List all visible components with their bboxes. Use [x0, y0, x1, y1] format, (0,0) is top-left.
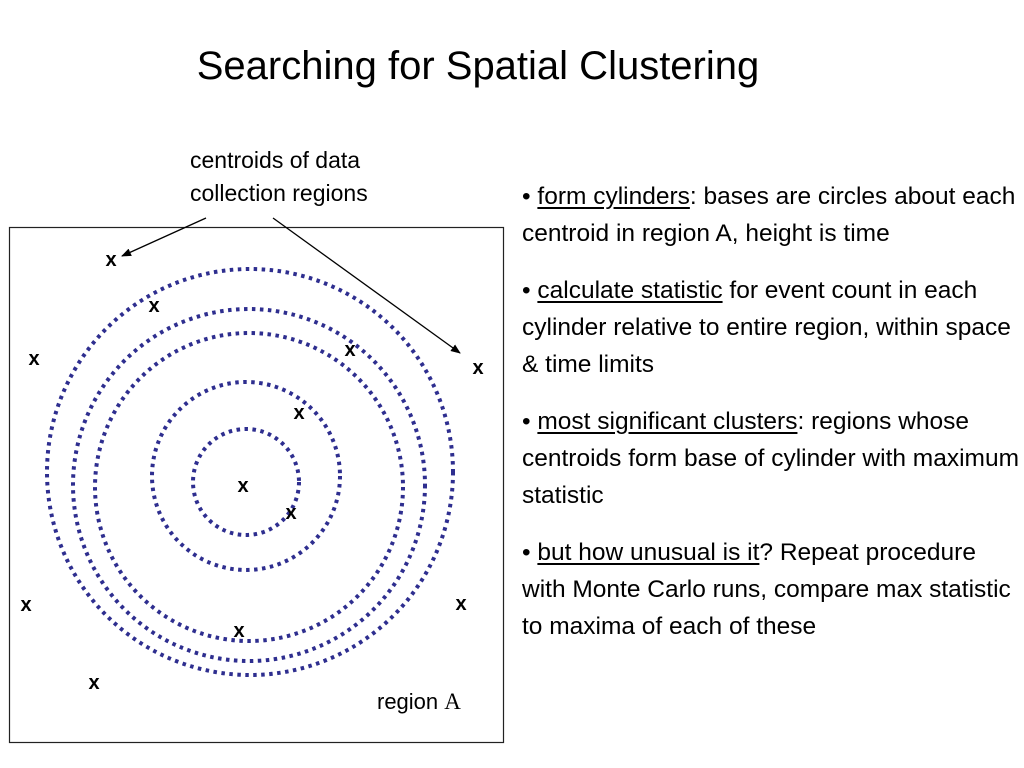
bullet-term: form cylinders [537, 183, 690, 210]
region-a-box [8, 226, 505, 744]
centroid-marker: x [237, 475, 248, 497]
cylinder-circle [45, 267, 455, 677]
callout-arrow-right [272, 217, 461, 354]
bullet-glyph: • [522, 277, 531, 304]
callout-line-2: collection regions [190, 180, 368, 206]
centroid-marker: x [148, 295, 159, 317]
region-label-letter: A [444, 689, 461, 714]
bullet-glyph: • [522, 539, 531, 566]
centroid-marker: x [344, 339, 355, 361]
bullet-glyph: • [522, 408, 531, 435]
cylinder-circle [191, 427, 301, 537]
bullet-term: but how unusual is it [537, 539, 760, 566]
region-a-label: region A [377, 687, 461, 717]
centroid-marker: x [28, 348, 39, 370]
centroid-marker: x [455, 593, 466, 615]
bullet-item: • but how unusual is it? Repeat procedur… [522, 534, 1022, 645]
cylinder-circles [45, 267, 455, 677]
bullet-glyph: • [522, 183, 531, 210]
region-label-prefix: region [377, 689, 445, 714]
centroid-marker: x [285, 502, 296, 524]
bullet-text: for event count in each cylinder relativ… [522, 277, 1011, 378]
bullet-item: • form cylinders: bases are circles abou… [522, 178, 1022, 252]
cylinder-circle [150, 380, 342, 572]
centroid-marker: x [20, 594, 31, 616]
slide-title: Searching for Spatial Clustering [196, 44, 760, 88]
centroid-marker: x [293, 402, 304, 424]
bullet-text: : bases are circles about each centroid … [522, 183, 1016, 247]
cylinder-circle [71, 307, 427, 663]
bullet-item: • calculate statistic for event count in… [522, 272, 1022, 383]
callout-line-1: centroids of data [190, 147, 361, 173]
bullet-item: • most significant clusters: regions who… [522, 403, 1022, 514]
centroid-marker: x [88, 672, 99, 694]
bullet-term: calculate statistic [537, 277, 723, 304]
bullet-term: most significant clusters [537, 408, 798, 435]
bullet-list: • form cylinders: bases are circles abou… [522, 178, 1022, 665]
bullet-text: ? Repeat procedure with Monte Carlo runs… [522, 539, 1011, 640]
cylinder-circle [93, 331, 405, 643]
centroid-marker: x [472, 357, 483, 379]
centroids-callout: centroids of data collection regions [190, 144, 430, 210]
bullet-text: : regions whose centroids form base of c… [522, 408, 1019, 509]
centroid-marker: x [105, 249, 116, 271]
centroid-markers: x x x x x x x x x x x x [20, 249, 483, 694]
callout-arrow-left [121, 217, 207, 257]
centroid-marker: x [233, 620, 244, 642]
